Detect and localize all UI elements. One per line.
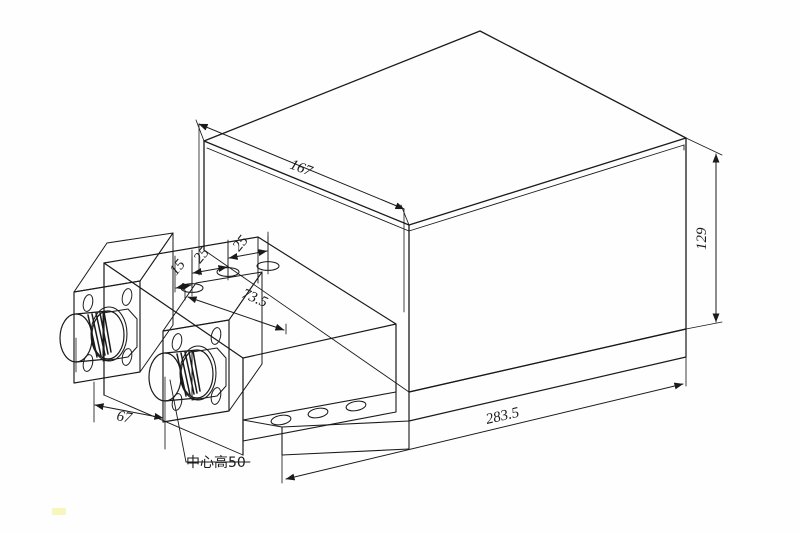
- dimension-73-5: [184, 289, 287, 335]
- flange-hole: [171, 333, 183, 351]
- base-mounting-hole: [345, 400, 367, 412]
- dimension-label-25b: 25: [230, 232, 252, 254]
- flange-hole: [210, 387, 222, 405]
- base-mounting-hole: [307, 407, 329, 419]
- dimension-283-5: [281, 356, 687, 484]
- dimension-label-67: 67: [115, 408, 134, 427]
- base-plinth: [281, 328, 687, 456]
- connector-thread-barrel: [59, 310, 125, 373]
- dimension-label-283-5: 283.5: [484, 405, 521, 428]
- dimension-67: [93, 381, 166, 450]
- base-mounting-flange: [242, 391, 397, 442]
- connector-thread-barrel: [148, 349, 214, 425]
- flange-hole: [82, 294, 94, 312]
- dimension-label-129: 129: [694, 227, 710, 250]
- watermark: [52, 508, 66, 515]
- connector-boss: [179, 345, 217, 401]
- flange-hole: [121, 348, 133, 366]
- dimension-167: [195, 119, 410, 313]
- main-enclosure-body: [203, 30, 687, 393]
- flange-hole: [171, 393, 183, 411]
- dimension-label-15: 15: [167, 256, 189, 278]
- connector-boss: [90, 306, 128, 362]
- dimension-label-73-5: 73.5: [239, 286, 270, 311]
- connector-block-1: [59, 232, 174, 384]
- base-mounting-hole: [270, 414, 292, 426]
- flange-hole: [121, 288, 133, 306]
- leader-center-height: [169, 379, 251, 463]
- dimension-label-center-height: 中心高50: [186, 454, 246, 471]
- dimension-129: [685, 137, 723, 330]
- dimension-hole-pitches: [174, 231, 269, 293]
- flange-hole: [82, 354, 94, 372]
